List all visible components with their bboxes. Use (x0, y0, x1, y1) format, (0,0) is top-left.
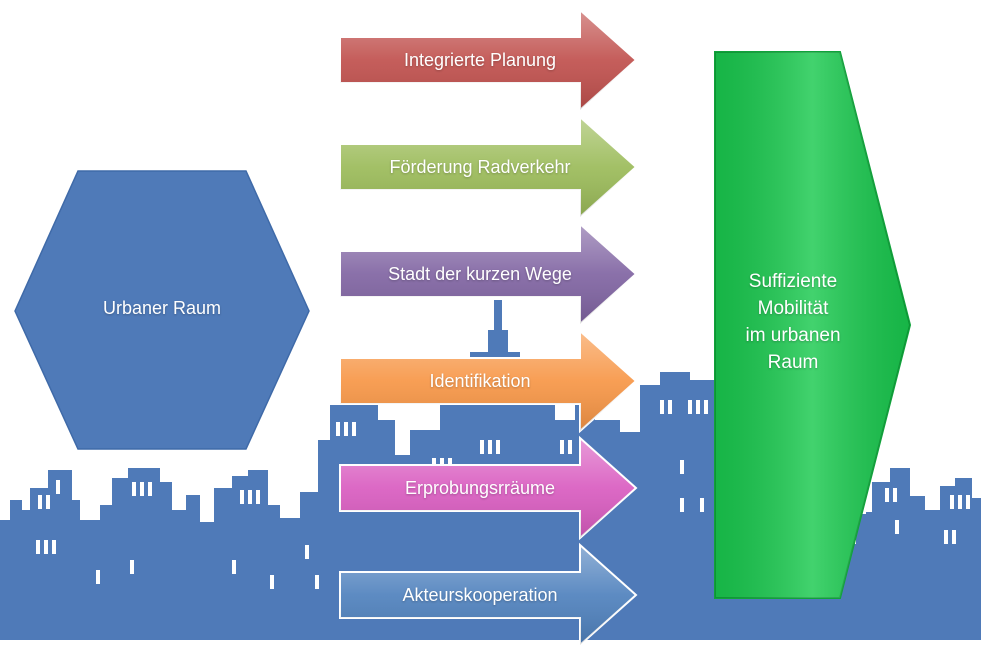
arrow-label-2: Förderung Radverkehr (389, 157, 571, 177)
arrow-3 (339, 221, 638, 327)
result-label-line-1: Suffiziente (748, 271, 838, 292)
arrow-1 (339, 7, 638, 113)
arrow-label-6: Akteurskooperation (402, 585, 558, 605)
measure-arrows (339, 7, 638, 646)
result-arrow-shine (715, 52, 910, 598)
arrow-5 (339, 435, 638, 541)
result-label-line-4: Raum (767, 352, 819, 373)
hexagon-shape (14, 170, 310, 450)
result-label: Suffiziente Mobilität im urbanen Raum (713, 268, 873, 376)
arrow-shine-3 (340, 224, 636, 324)
arrow-shine-1 (340, 10, 636, 110)
arrow-shine-2 (340, 117, 636, 217)
arrow-6 (339, 542, 638, 646)
result-label-line-3: im urbanen (745, 325, 841, 346)
urban-space-hexagon (14, 170, 310, 450)
arrow-shine-6 (340, 545, 636, 645)
result-arrow (714, 51, 912, 599)
arrow-shine-4 (340, 331, 636, 431)
arrow-2 (339, 114, 638, 220)
result-label-line-2: Mobilität (757, 298, 829, 319)
arrow-label-5: Erprobungsrräume (404, 478, 556, 498)
arrow-label-3: Stadt der kurzen Wege (388, 264, 572, 284)
arrow-4 (339, 328, 638, 434)
arrow-label-4: Identifikation (429, 371, 531, 391)
hexagon-label: Urbaner Raum (102, 298, 222, 318)
arrow-label-1: Integrierte Planung (403, 50, 557, 70)
arrow-shine-5 (340, 438, 636, 538)
